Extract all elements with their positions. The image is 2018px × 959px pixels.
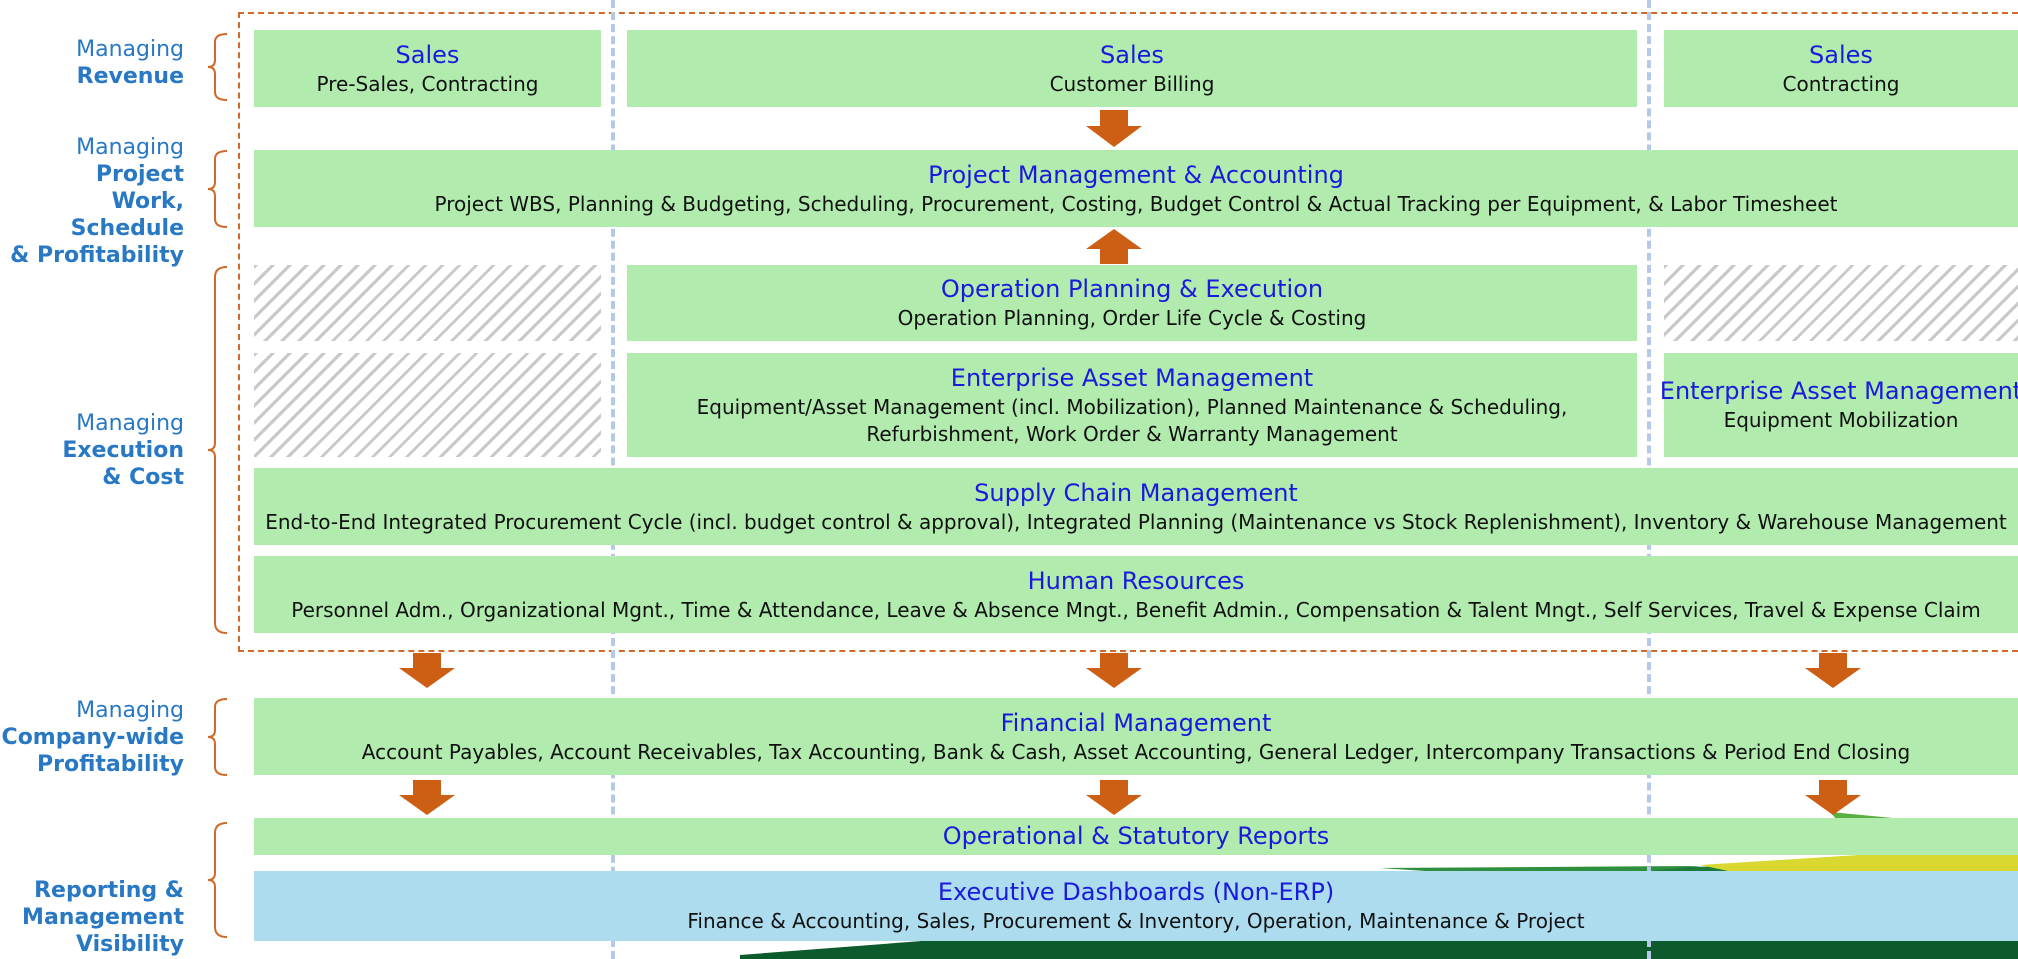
executive-dashboards-title: Executive Dashboards (Non-ERP)	[937, 878, 1335, 906]
reports-box: Operational & Statutory Reports	[254, 818, 2018, 855]
executive-dashboards-desc: Finance & Accounting, Sales, Procurement…	[687, 909, 1585, 933]
eam-right-box: Enterprise Asset Management Equipment Mo…	[1660, 353, 2018, 457]
sales-presales-desc: Pre-Sales, Contracting	[316, 71, 539, 96]
financial-management-title: Financial Management	[1000, 708, 1272, 737]
sales-billing-title: Sales	[1100, 40, 1164, 69]
brace-reporting	[207, 822, 228, 938]
down-arrow-sales-to-project	[1086, 110, 1142, 147]
brace-execution	[207, 266, 228, 634]
brace-project	[207, 150, 228, 228]
row-label-revenue: Managing Revenue	[76, 37, 184, 89]
up-arrow-operation-to-project	[1086, 229, 1142, 264]
sales-contracting-box: Sales Contracting	[1664, 30, 2018, 107]
human-resources-desc: Personnel Adm., Organizational Mgnt., Ti…	[291, 597, 1981, 622]
sales-presales-box: Sales Pre-Sales, Contracting	[254, 30, 601, 107]
project-management-desc: Project WBS, Planning & Budgeting, Sched…	[434, 191, 1838, 216]
operation-planning-desc: Operation Planning, Order Life Cycle & C…	[897, 306, 1367, 330]
supply-chain-title: Supply Chain Management	[974, 478, 1298, 507]
eam-right-desc: Equipment Mobilization	[1723, 408, 1959, 432]
financial-management-box: Financial Management Account Payables, A…	[254, 698, 2018, 775]
human-resources-title: Human Resources	[1027, 566, 1245, 595]
row-label-reporting: Reporting & Management Visibility	[22, 878, 184, 957]
operation-planning-box: Operation Planning & Execution Operation…	[627, 265, 1637, 341]
executive-dashboards-box: Executive Dashboards (Non-ERP) Finance &…	[254, 871, 2018, 941]
sales-billing-desc: Customer Billing	[1049, 71, 1215, 96]
eam-main-desc-line2: Refurbishment, Work Order & Warranty Man…	[866, 421, 1398, 446]
sales-billing-box: Sales Customer Billing	[627, 30, 1637, 107]
operation-planning-title: Operation Planning & Execution	[940, 275, 1324, 303]
row-label-execution: Managing Execution & Cost	[62, 411, 184, 490]
hatched-placeholder-right-1	[1664, 265, 2018, 341]
core-erp-boundary	[238, 12, 2018, 652]
eam-main-title: Enterprise Asset Management	[950, 363, 1314, 392]
down-arrow-left-to-reports	[399, 780, 455, 815]
hatched-placeholder-left-1	[254, 265, 601, 341]
down-arrow-center-to-finance	[1086, 653, 1142, 688]
eam-main-box: Enterprise Asset Management Equipment/As…	[627, 353, 1637, 457]
brace-revenue	[207, 33, 228, 101]
sales-contracting-desc: Contracting	[1782, 71, 1900, 96]
hatched-placeholder-left-2	[254, 353, 601, 457]
project-management-box: Project Management & Accounting Project …	[254, 150, 2018, 227]
row-label-project: Managing Project Work, Schedule & Profit…	[10, 135, 184, 268]
brace-company-profitability	[207, 698, 228, 776]
supply-chain-box: Supply Chain Management End-to-End Integ…	[254, 468, 2018, 545]
supply-chain-desc: End-to-End Integrated Procurement Cycle …	[265, 509, 2007, 534]
row-label-company-profitability: Managing Company-wide Profitability	[1, 698, 184, 777]
eam-right-title: Enterprise Asset Management	[1659, 377, 2018, 405]
sales-presales-title: Sales	[395, 40, 460, 69]
reports-title: Operational & Statutory Reports	[942, 822, 1330, 850]
down-arrow-left-to-finance	[399, 653, 455, 688]
financial-management-desc: Account Payables, Account Receivables, T…	[361, 739, 1911, 764]
human-resources-box: Human Resources Personnel Adm., Organiza…	[254, 556, 2018, 633]
down-arrow-right-to-reports	[1805, 780, 1861, 815]
eam-main-desc-line1: Equipment/Asset Management (incl. Mobili…	[696, 394, 1568, 419]
sales-contracting-title: Sales	[1809, 40, 1873, 69]
down-arrow-center-to-reports	[1086, 780, 1142, 815]
down-arrow-right-to-finance	[1805, 653, 1861, 688]
project-management-title: Project Management & Accounting	[928, 160, 1344, 189]
